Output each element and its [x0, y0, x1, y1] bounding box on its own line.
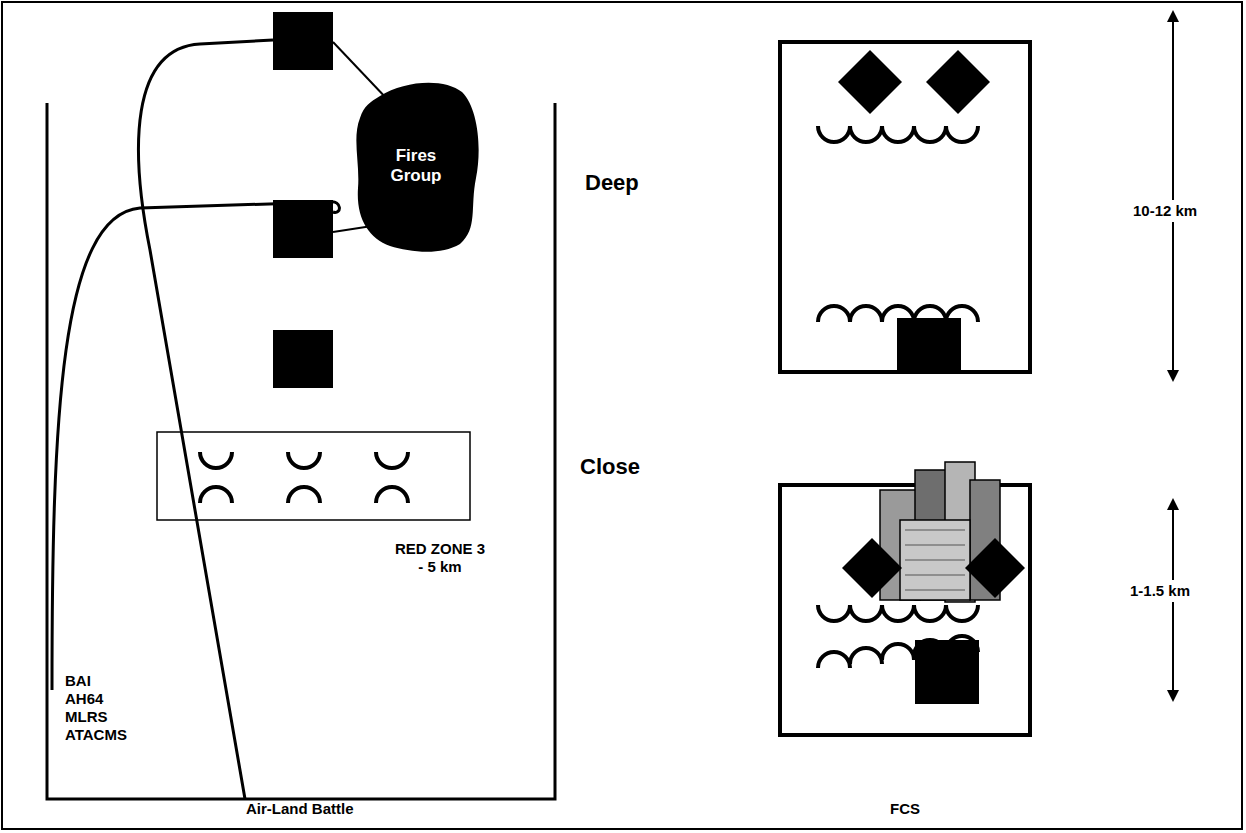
unit-square: [897, 318, 961, 370]
diamond: [926, 50, 990, 114]
dimension-label: 1-1.5 km: [1127, 580, 1193, 602]
dimension-label: 10-12 km: [1130, 200, 1200, 222]
diamond: [965, 538, 1025, 598]
zone-label: Close: [580, 454, 640, 480]
unit-square: [273, 200, 333, 258]
red-zone-box: [157, 432, 470, 520]
unit-square: [273, 12, 333, 70]
panel-caption: FCS: [890, 800, 920, 818]
dimension-arrow: [1172, 12, 1174, 380]
unit-square: [915, 640, 979, 704]
fires-curve: [52, 202, 339, 690]
panel-caption: Air-Land Battle: [246, 800, 354, 818]
unit-square: [273, 330, 333, 388]
red-zone-label: RED ZONE 3 - 5 km: [395, 540, 485, 576]
node-label: Fires Group: [381, 146, 451, 187]
battle-area: [47, 103, 555, 799]
zone-label: Deep: [585, 170, 639, 196]
fires-curve: [138, 40, 273, 799]
diamond: [842, 538, 902, 598]
weapon-list: BAI AH64 MLRS ATACMS: [65, 672, 131, 744]
diamond: [838, 50, 902, 114]
fires-blob: Fires Group: [350, 78, 482, 254]
link-line: [333, 42, 388, 100]
fcs-deep-box: [780, 42, 1030, 372]
